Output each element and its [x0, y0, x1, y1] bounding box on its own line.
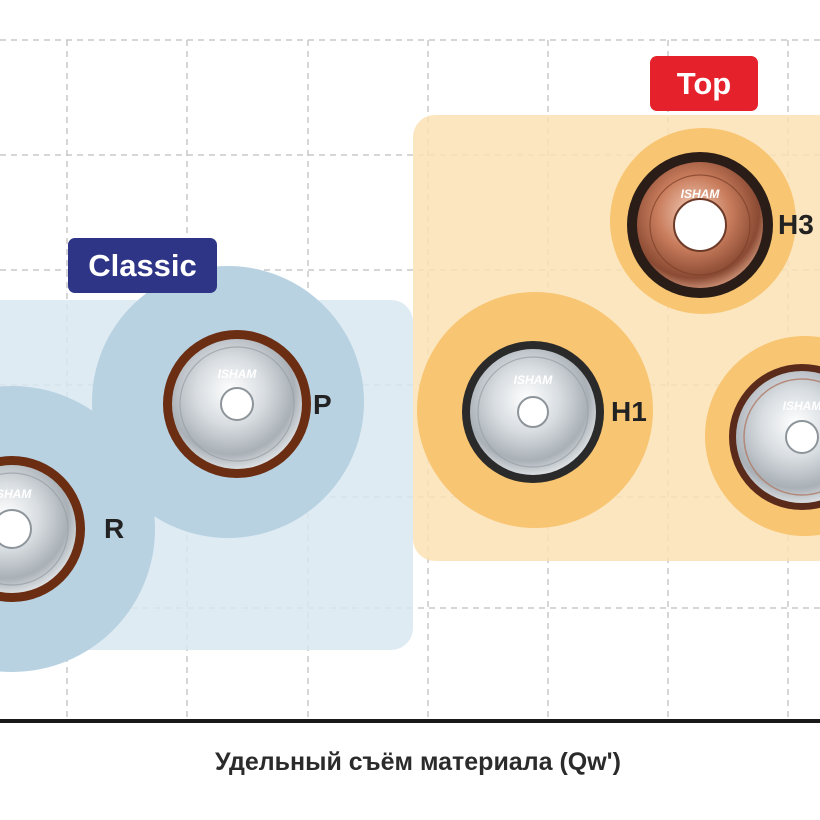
wheel-p-bore	[220, 387, 254, 421]
wheel-r: ISHAM	[0, 456, 85, 602]
classic-badge-label: Classic	[88, 248, 197, 283]
wheel-h1-brand: ISHAM	[514, 373, 554, 387]
top-badge-label: Top	[677, 66, 732, 101]
wheel-r-ring	[0, 472, 69, 586]
wheel-h3-bore	[673, 198, 727, 252]
wheel-h1-bore	[517, 396, 549, 428]
wheel-p: ISHAM	[163, 330, 311, 478]
top-badge-bg	[650, 56, 758, 111]
classic-badge-bg	[68, 238, 217, 293]
wheel-h1-ring	[477, 356, 589, 468]
wheel-h2-bore	[785, 420, 819, 454]
wheel-h1: ISHAM	[462, 341, 604, 483]
classic-badge: Classic	[68, 238, 217, 293]
wheel-r-brand: ISHAM	[0, 487, 32, 501]
x-axis-label: Удельный съём материала (Qw')	[215, 748, 621, 776]
wheel-p-ring	[179, 346, 295, 462]
wheel-h3-ring	[649, 174, 751, 276]
wheel-h2-face	[736, 371, 820, 503]
wheel-h2-ring	[743, 378, 820, 496]
wheel-h2-brand: ISHAM	[783, 399, 820, 413]
wheel-r-label: R	[104, 513, 124, 544]
top-badge: Top	[650, 56, 758, 111]
wheel-p-label: P	[313, 389, 332, 420]
wheel-r-face	[0, 465, 76, 593]
wheel-h3: ISHAM	[627, 152, 773, 298]
wheel-h1-label: H1	[611, 396, 647, 427]
wheel-h3-brand: ISHAM	[681, 187, 721, 201]
wheel-p-brand: ISHAM	[218, 367, 258, 381]
wheel-h3-label: H3	[778, 209, 814, 240]
wheel-h2: ISHAM	[729, 364, 820, 510]
wheel-r-bore	[0, 509, 32, 549]
